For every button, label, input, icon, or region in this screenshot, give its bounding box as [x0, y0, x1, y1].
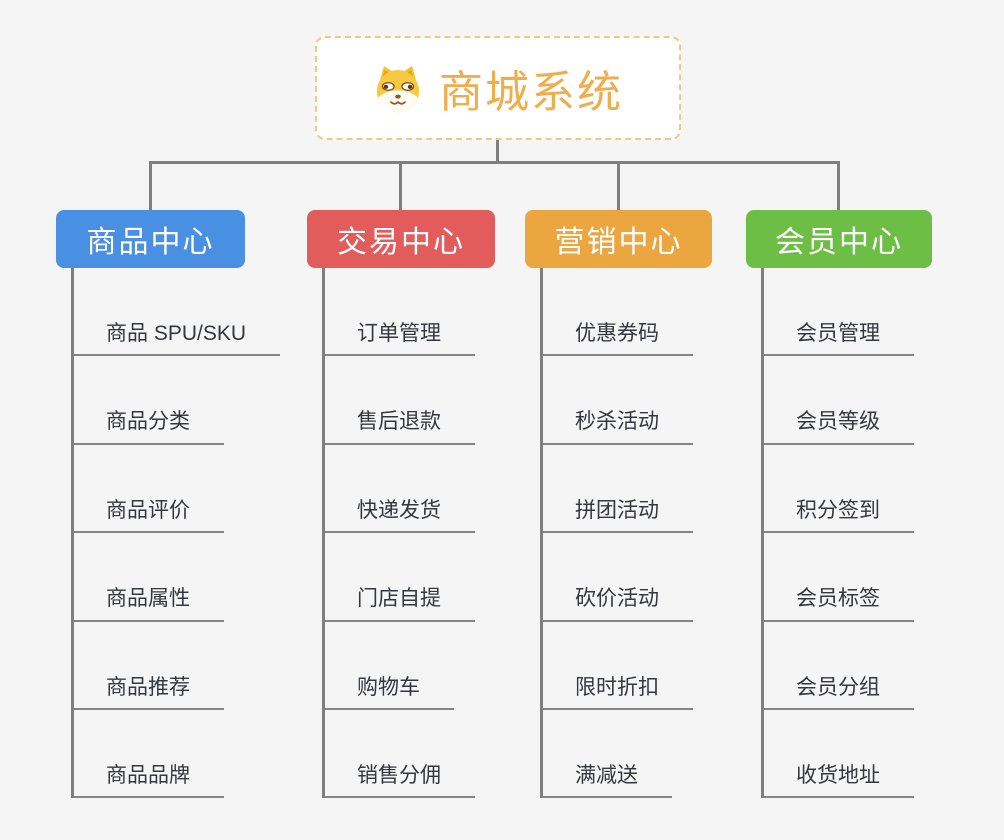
list-item[interactable]: 商品推荐 [74, 622, 280, 710]
list-item[interactable]: 购物车 [325, 622, 475, 710]
connector-bus [149, 161, 839, 164]
list-item[interactable]: 门店自提 [325, 533, 475, 622]
connector-stub-member [837, 161, 840, 211]
list-item[interactable]: 快递发货 [325, 445, 475, 534]
topic-label: 会员分组 [764, 674, 914, 710]
dog-face-icon [373, 63, 423, 113]
root-title: 商城系统 [439, 68, 623, 117]
topic-label: 秒杀活动 [543, 408, 693, 445]
topic-label: 会员标签 [764, 585, 914, 622]
topic-label: 订单管理 [325, 320, 475, 357]
connector-root-stub [496, 138, 499, 164]
list-item[interactable]: 销售分佣 [325, 710, 475, 799]
topic-label: 购物车 [325, 674, 454, 710]
topic-label: 商品推荐 [74, 674, 224, 710]
list-item[interactable]: 商品属性 [74, 533, 280, 622]
list-item[interactable]: 商品品牌 [74, 710, 280, 799]
topic-label: 销售分佣 [325, 762, 475, 799]
topic-label: 积分签到 [764, 497, 914, 534]
branch-children-marketing: 优惠券码 秒杀活动 拼团活动 砍价活动 限时折扣 满减送 [540, 268, 693, 799]
topic-label: 快递发货 [325, 497, 475, 534]
list-item[interactable]: 商品 SPU/SKU [74, 268, 281, 357]
topic-label: 商品属性 [74, 585, 224, 622]
topic-label: 拼团活动 [543, 497, 693, 534]
branch-children-member: 会员管理 会员等级 积分签到 会员标签 会员分组 收货地址 [761, 268, 914, 799]
branch-children-trade: 订单管理 售后退款 快递发货 门店自提 购物车 销售分佣 [322, 268, 475, 799]
connector-stub-marketing [617, 161, 620, 211]
list-item[interactable]: 限时折扣 [543, 622, 693, 710]
list-item[interactable]: 会员分组 [764, 622, 914, 710]
topic-label: 售后退款 [325, 408, 475, 445]
list-item[interactable]: 售后退款 [325, 356, 475, 445]
branch-node-trade[interactable]: 交易中心 [307, 210, 495, 268]
list-item[interactable]: 秒杀活动 [543, 356, 693, 445]
branch-node-marketing[interactable]: 营销中心 [525, 210, 712, 268]
connector-stub-product [149, 161, 152, 211]
list-item[interactable]: 订单管理 [325, 268, 475, 357]
list-item[interactable]: 商品评价 [74, 445, 280, 534]
branch-node-product[interactable]: 商品中心 [56, 210, 245, 268]
list-item[interactable]: 商品分类 [74, 356, 280, 445]
topic-label: 商品 SPU/SKU [74, 320, 281, 357]
list-item[interactable]: 积分签到 [764, 445, 914, 534]
topic-label: 会员管理 [764, 320, 914, 357]
branch-node-member[interactable]: 会员中心 [746, 210, 932, 268]
topic-label: 收货地址 [764, 762, 914, 799]
topic-label: 商品品牌 [74, 762, 224, 799]
branch-children-product: 商品 SPU/SKU 商品分类 商品评价 商品属性 商品推荐 商品品牌 [71, 268, 281, 799]
topic-label: 商品评价 [74, 497, 224, 534]
list-item[interactable]: 满减送 [543, 710, 693, 799]
root-node[interactable]: 商城系统 [315, 36, 681, 140]
list-item[interactable]: 会员等级 [764, 356, 914, 445]
list-item[interactable]: 会员管理 [764, 268, 914, 357]
topic-label: 门店自提 [325, 585, 475, 622]
topic-label: 满减送 [543, 762, 672, 799]
topic-label: 会员等级 [764, 408, 914, 445]
topic-label: 砍价活动 [543, 585, 693, 622]
list-item[interactable]: 会员标签 [764, 533, 914, 622]
list-item[interactable]: 收货地址 [764, 710, 914, 799]
topic-label: 商品分类 [74, 408, 224, 445]
topic-label: 限时折扣 [543, 674, 693, 710]
list-item[interactable]: 优惠券码 [543, 268, 693, 357]
list-item[interactable]: 砍价活动 [543, 533, 693, 622]
connector-stub-trade [399, 161, 402, 211]
topic-label: 优惠券码 [543, 320, 693, 357]
list-item[interactable]: 拼团活动 [543, 445, 693, 534]
